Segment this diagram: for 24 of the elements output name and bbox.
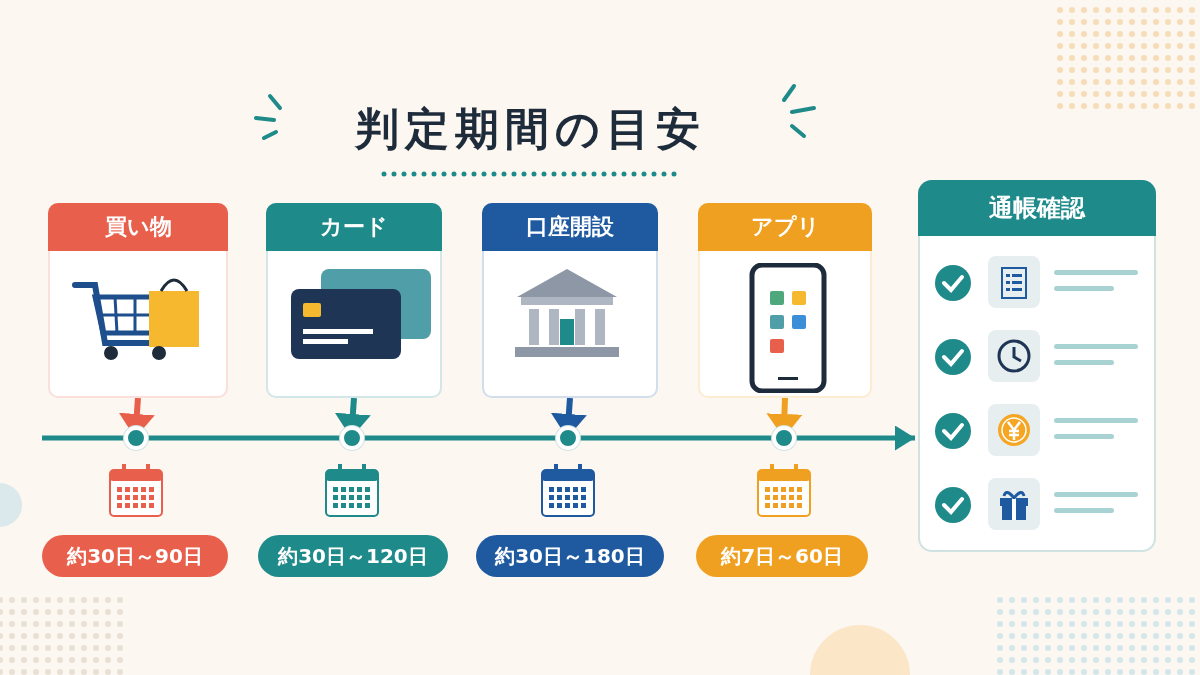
duration-pill: 約30日～180日	[476, 535, 664, 577]
card	[48, 203, 228, 398]
timeline-arrow	[796, 425, 915, 451]
timeline-dot	[124, 426, 148, 450]
checklist-panel	[918, 180, 1156, 552]
title: 判定期間の目安	[353, 102, 707, 156]
card-header: カード	[266, 203, 442, 251]
card-header: 口座開設	[482, 203, 658, 251]
timeline-dot	[772, 426, 796, 450]
card	[266, 203, 442, 398]
card	[698, 203, 872, 398]
timeline-line	[364, 435, 556, 441]
timeline-dot	[340, 426, 364, 450]
duration-pill: 約30日～90日	[42, 535, 228, 577]
card	[482, 203, 658, 398]
duration-pill: 約30日～120日	[258, 535, 448, 577]
timeline-dot	[556, 426, 580, 450]
duration-pill: 約7日～60日	[696, 535, 868, 577]
timeline-line	[42, 435, 124, 441]
panel-header: 通帳確認	[918, 180, 1156, 236]
timeline-line	[580, 435, 772, 441]
card-header: 買い物	[48, 203, 228, 251]
card-header: アプリ	[698, 203, 872, 251]
timeline-line	[148, 435, 340, 441]
